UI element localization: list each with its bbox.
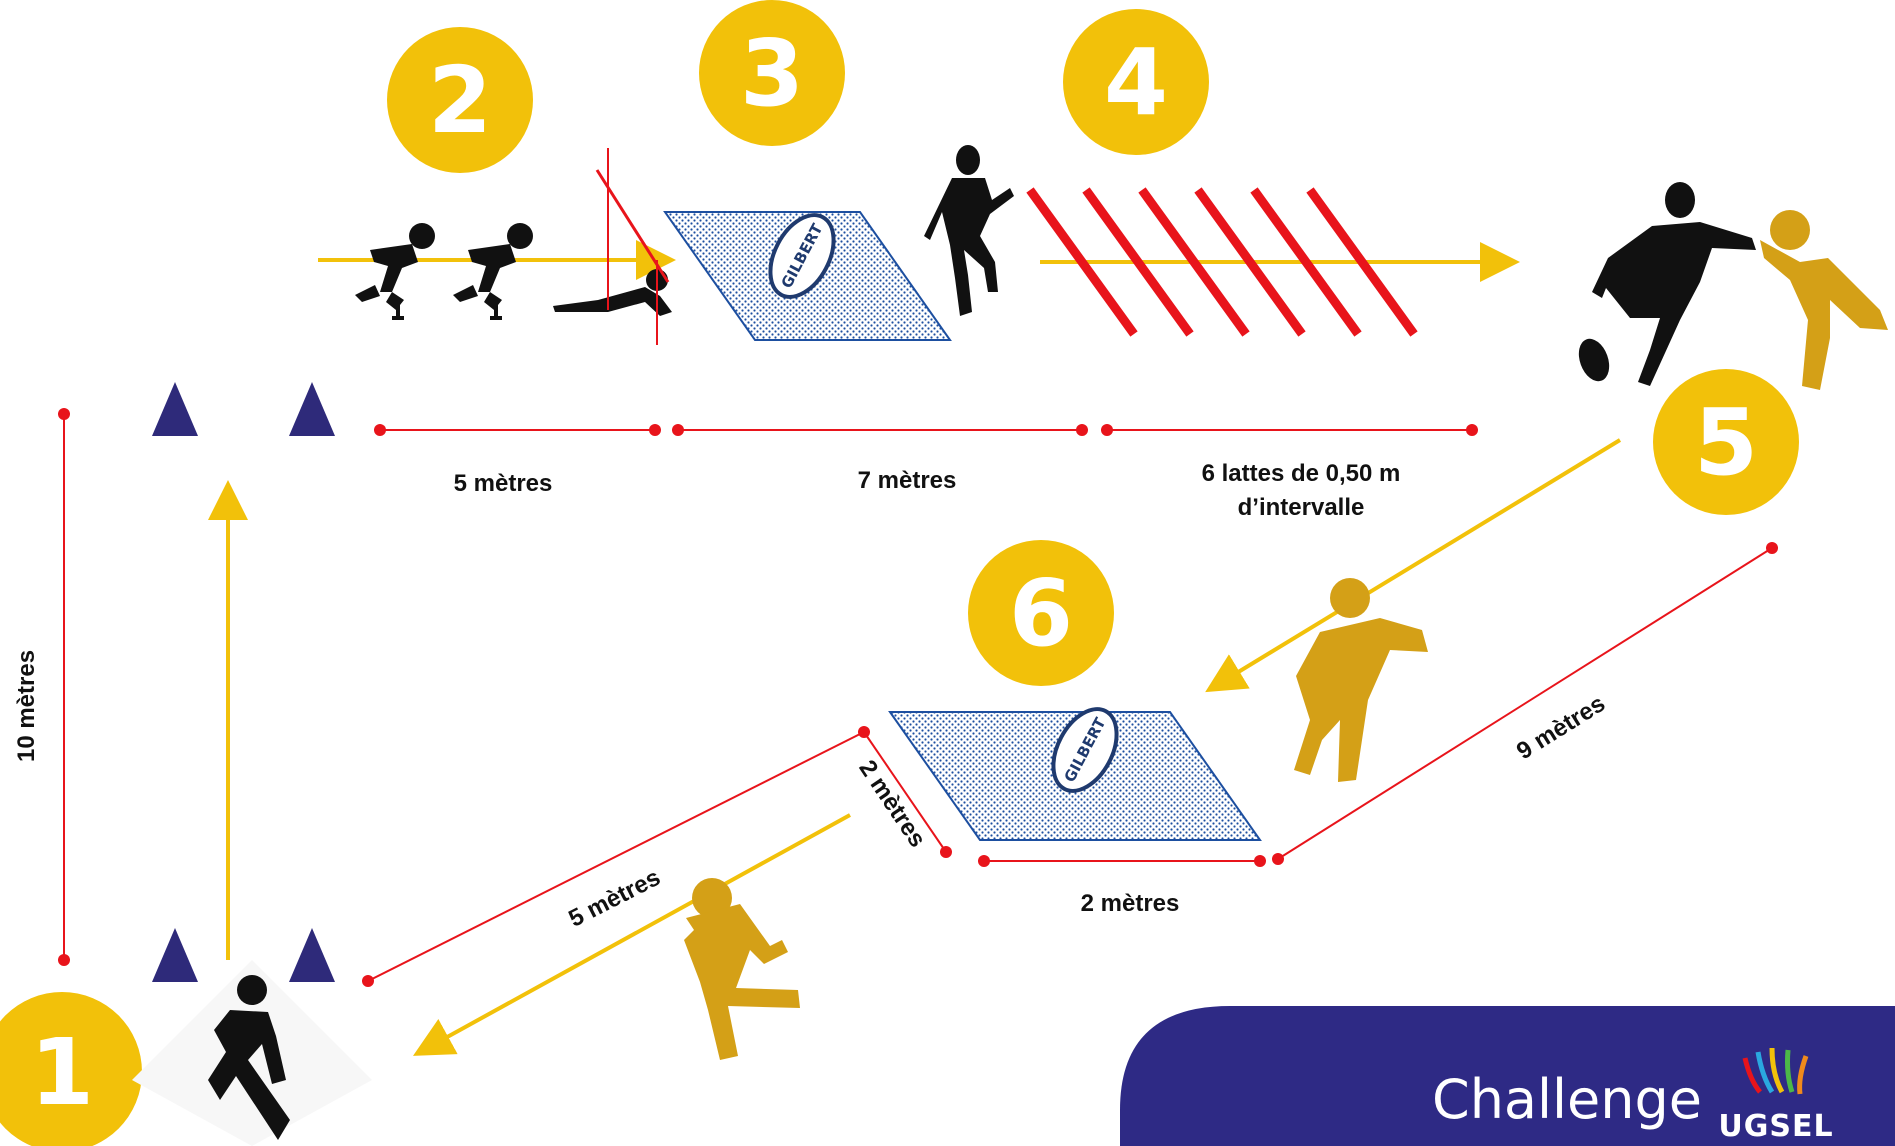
player-pass-icon bbox=[1760, 210, 1888, 390]
label-seg3-line2: d’intervalle bbox=[1238, 494, 1365, 521]
label-box-side-distance: 2 mètres bbox=[853, 755, 931, 852]
svg-text:3: 3 bbox=[740, 20, 804, 127]
measure-line-seg1 bbox=[374, 424, 661, 436]
measure-line-diag-left bbox=[362, 726, 870, 987]
label-seg2-distance: 7 mètres bbox=[858, 467, 957, 494]
svg-text:4: 4 bbox=[1104, 29, 1168, 136]
label-vertical-distance: 10 mètres bbox=[13, 650, 40, 762]
jumping-player-icon bbox=[453, 223, 533, 320]
running-player-icon bbox=[924, 145, 1014, 316]
rugby-ball-icon: GILBERT bbox=[768, 213, 836, 299]
measure-line-diag-right bbox=[1272, 542, 1778, 865]
svg-text:1: 1 bbox=[30, 1019, 94, 1126]
ugsel-logo-icon: UGSEL bbox=[1718, 1047, 1833, 1144]
run-arrow-return bbox=[1205, 438, 1622, 693]
measure-line-box-side bbox=[863, 731, 952, 858]
label-box-bottom-distance: 2 mètres bbox=[1081, 890, 1180, 917]
player-ready-icon bbox=[208, 975, 290, 1140]
svg-text:5: 5 bbox=[1694, 389, 1758, 496]
label-seg3-line1: 6 lattes de 0,50 m bbox=[1202, 460, 1401, 487]
footer-banner bbox=[1120, 1006, 1895, 1146]
cone-icon bbox=[152, 382, 335, 982]
rugby-ball-icon: GILBERT bbox=[1051, 707, 1119, 793]
crawling-player-icon bbox=[553, 269, 672, 316]
agility-ladder bbox=[1026, 187, 1418, 337]
measure-line-seg2 bbox=[672, 424, 1088, 436]
station-marker-4: 4 bbox=[1063, 9, 1209, 155]
footer-title: Challenge bbox=[1432, 1068, 1702, 1131]
measure-line-vertical bbox=[58, 408, 70, 966]
player-catch-icon bbox=[1294, 578, 1428, 782]
station-marker-5: 5 bbox=[1653, 369, 1799, 515]
running-player-icon bbox=[684, 878, 800, 1060]
station-marker-6: 6 bbox=[968, 540, 1114, 686]
measure-line-box-bottom bbox=[978, 855, 1266, 867]
svg-text:2: 2 bbox=[428, 47, 492, 154]
svg-text:6: 6 bbox=[1009, 560, 1073, 667]
measure-line-seg3 bbox=[1101, 424, 1478, 436]
jumping-player-icon bbox=[355, 223, 435, 320]
station-marker-2: 2 bbox=[387, 27, 533, 173]
label-seg1-distance: 5 mètres bbox=[454, 470, 553, 497]
station-marker-3: 3 bbox=[699, 0, 845, 146]
station-marker-1: 1 bbox=[0, 992, 142, 1146]
kicking-player-icon bbox=[1578, 182, 1756, 386]
svg-text:UGSEL: UGSEL bbox=[1718, 1109, 1833, 1144]
run-arrow-finish bbox=[412, 813, 851, 1056]
